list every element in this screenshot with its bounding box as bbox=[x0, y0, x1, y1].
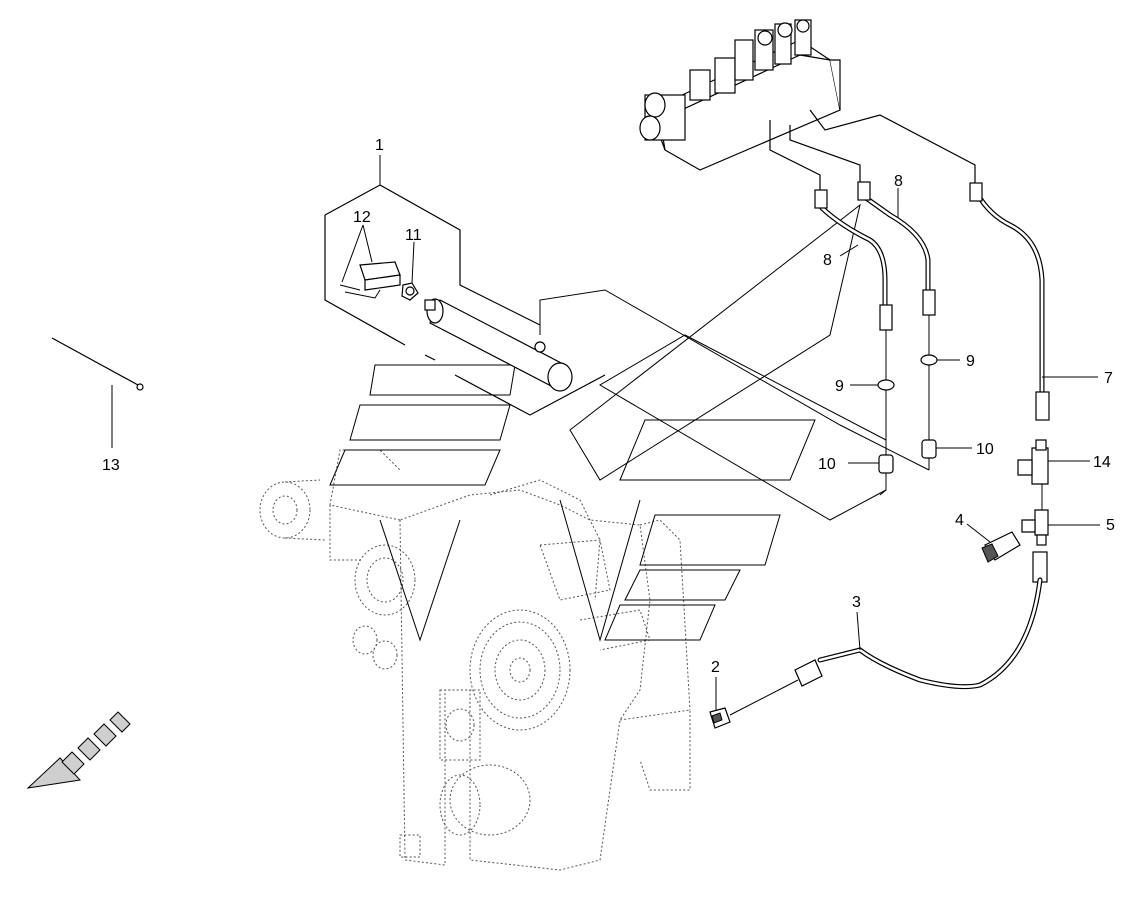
callout-13: 13 bbox=[102, 457, 120, 474]
control-valve-block bbox=[639, 19, 841, 171]
callout-1: 1 bbox=[375, 137, 384, 154]
callout-7: 7 bbox=[1104, 370, 1113, 387]
callout-3: 3 bbox=[852, 594, 861, 611]
feed-line bbox=[709, 439, 1049, 729]
pressure-lines bbox=[539, 109, 1050, 521]
callout-8-right: 8 bbox=[894, 173, 903, 190]
callout-4: 4 bbox=[955, 512, 964, 529]
callout-5: 5 bbox=[1106, 517, 1115, 534]
machine-frame-dotted bbox=[259, 449, 691, 871]
callout-9-left: 9 bbox=[835, 378, 844, 395]
callout-10-left: 10 bbox=[818, 456, 836, 473]
callout-14: 14 bbox=[1093, 454, 1111, 471]
callout-10-right: 10 bbox=[976, 441, 994, 458]
callout-11: 11 bbox=[405, 227, 422, 244]
callout-9-right: 9 bbox=[966, 353, 975, 370]
cable-tie bbox=[51, 337, 144, 391]
callout-2: 2 bbox=[711, 659, 720, 676]
cylinder-assembly bbox=[324, 184, 606, 416]
callout-12: 12 bbox=[353, 209, 371, 226]
callout-8-left: 8 bbox=[823, 252, 832, 269]
watermark-logo bbox=[329, 203, 861, 642]
callout-leaders bbox=[111, 155, 1100, 710]
direction-arrow-icon bbox=[26, 711, 131, 789]
callout-labels: 1 2 3 4 5 7 8 8 9 9 10 10 11 12 13 14 bbox=[102, 137, 1115, 676]
